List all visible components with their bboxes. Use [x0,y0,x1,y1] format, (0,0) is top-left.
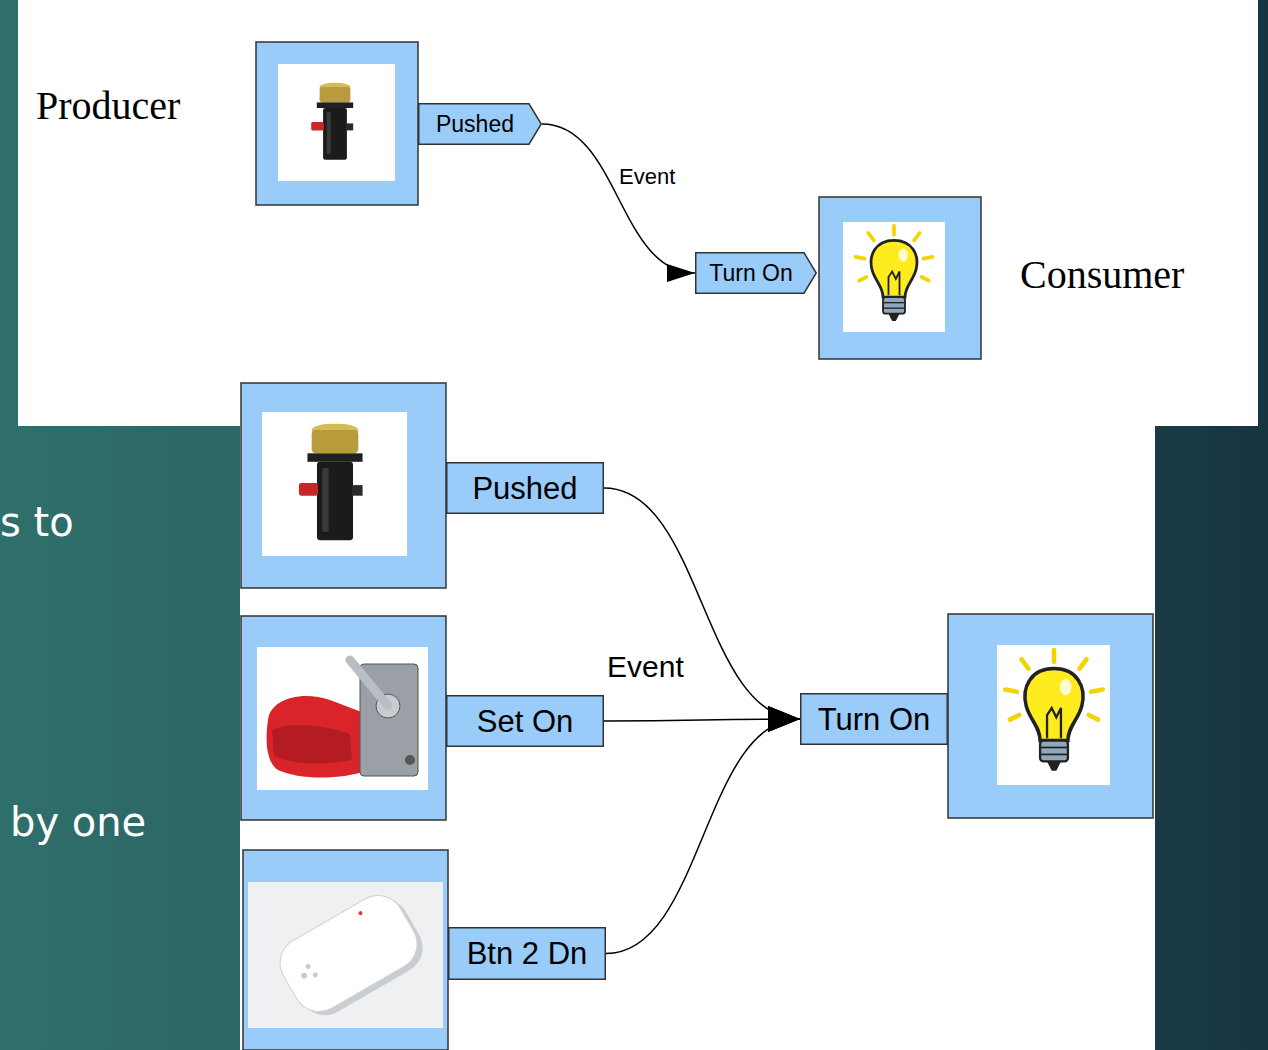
port-box: Btn 2 Dn [448,927,606,980]
port-tab: Turn On [695,252,817,294]
role-heading: Consumer [1020,251,1184,299]
role-heading: Producer [36,82,180,130]
edge-label: Event [616,163,678,191]
slide-text: by one [10,798,146,846]
port-label: Btn 2 Dn [467,935,588,972]
event-connector [542,124,695,273]
port-label: Turn On [709,259,793,287]
port-box: Turn On [800,693,948,745]
port-label: Pushed [472,470,577,507]
port-label: Set On [477,703,574,740]
port-box: Set On [446,695,604,747]
top-panel [18,0,1258,426]
port-label: Turn On [818,701,931,738]
port-label: Pushed [436,110,514,138]
port-tab: Pushed [418,103,542,145]
component-box: Consumer [819,197,981,359]
component-box: Producer [256,42,418,205]
slide-text: s to [0,498,74,546]
event-connector [606,719,800,954]
event-connector [604,719,800,721]
port-box: Pushed [446,462,604,514]
edge-label: Event [604,648,687,686]
event-connector [604,488,800,719]
